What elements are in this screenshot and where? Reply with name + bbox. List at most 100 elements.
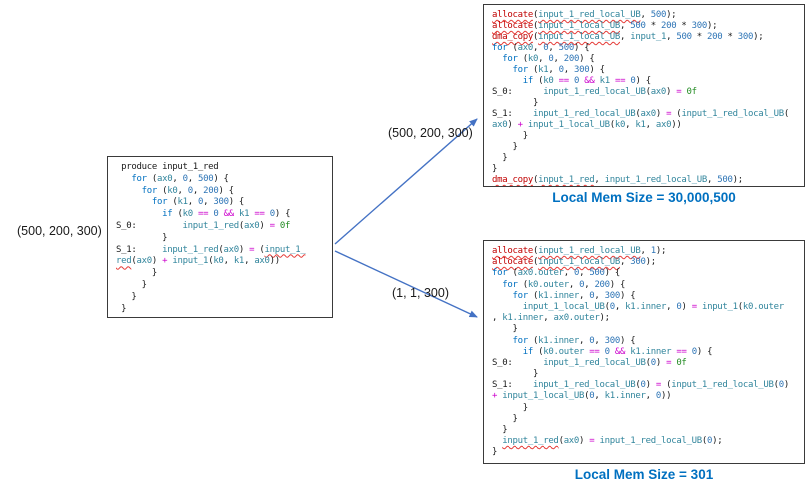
code-token: S_1:: [116, 244, 163, 255]
code-token: 0: [707, 436, 713, 447]
code-token: );: [655, 246, 667, 256]
code-token: }: [492, 153, 508, 163]
code-token: +: [517, 120, 523, 130]
code-token: ): [507, 120, 518, 130]
code-token: }: [492, 164, 498, 174]
code-token: 0: [187, 185, 193, 196]
code-token: input_1_local_UB: [522, 301, 605, 312]
code-token: ,: [614, 301, 626, 312]
code-token: ax0: [156, 173, 173, 184]
code-token: (: [645, 87, 651, 97]
code-token: (: [517, 54, 528, 64]
code-line: if (k0 == 0 && k1 == 0) {: [492, 76, 796, 87]
code-line: input_1_red(ax0) = input_1_red_local_UB(…: [492, 436, 796, 447]
code-box-tiled-buffer-schedule: allocate(input_1_red_local_UB, 1);alloca…: [483, 240, 805, 464]
code-token: [116, 197, 152, 207]
code-token: ): [259, 220, 270, 231]
code-token: (: [532, 246, 539, 256]
code-line: }: [116, 268, 324, 280]
code-token: 0: [630, 76, 636, 86]
code-token: }: [116, 279, 147, 290]
arrow-label-top: (500, 200, 300): [388, 126, 473, 140]
code-token: 0: [182, 173, 188, 184]
code-line: for (k1, 0, 300) {: [492, 65, 796, 76]
code-token: ,: [553, 54, 564, 64]
local-mem-size-bottom-label: Local Mem Size = 301: [574, 467, 714, 482]
code-token: 0: [213, 209, 219, 220]
code-token: ==: [676, 346, 687, 357]
code-token: (: [635, 109, 641, 119]
code-line: for (k1.inner, 0, 300) {: [492, 291, 796, 302]
code-token: (: [507, 43, 518, 53]
code-line: }: [492, 403, 796, 414]
code-token: allocate: [492, 10, 533, 20]
code-token: ax0: [243, 220, 260, 231]
code-token: ): [655, 109, 667, 119]
code-token: [116, 209, 162, 219]
code-token: 300: [604, 335, 621, 346]
code-token: (: [660, 380, 672, 391]
code-token: (: [532, 175, 539, 185]
code-token: =: [655, 380, 661, 391]
code-token: [492, 291, 512, 301]
code-token: 0f: [676, 357, 687, 368]
code-token: input_1_red_local_UB: [604, 175, 708, 185]
code-token: )): [671, 120, 682, 130]
code-token: 0: [573, 76, 580, 86]
code-token: }: [492, 425, 508, 435]
code-token: ,: [594, 290, 605, 301]
code-token: [492, 336, 512, 346]
code-token: [492, 76, 523, 86]
code-line: }: [116, 280, 324, 292]
code-token: (: [671, 109, 682, 119]
code-token: ,: [625, 120, 636, 130]
code-token: 500: [717, 175, 733, 185]
code-token: S_1:: [492, 109, 533, 119]
code-token: 500: [558, 43, 575, 53]
code-line: }: [492, 414, 796, 425]
code-line: for (ax0, 0, 500) {: [116, 174, 324, 186]
code-token: input_1_red_local_UB: [532, 109, 636, 119]
code-token: +: [162, 256, 168, 267]
code-token: input_1_local_UB: [538, 32, 620, 42]
code-line: , k1.inner, ax0.outer);: [492, 313, 796, 324]
code-token: +: [492, 391, 498, 402]
code-line: }: [492, 425, 796, 436]
code-line: for (k0, 0, 200) {: [492, 54, 796, 65]
code-line: }: [492, 324, 796, 335]
code-line: }: [492, 164, 796, 175]
code-token: input_1: [701, 301, 738, 312]
code-token: S_1:: [492, 380, 533, 391]
code-token: ,: [538, 54, 549, 64]
code-token: 0: [589, 290, 595, 301]
code-token: (: [172, 209, 183, 220]
code-token: 300: [737, 32, 754, 42]
code-token: );: [645, 257, 657, 268]
code-token: 0: [579, 279, 585, 290]
code-line: input_1_local_UB(0, k1.inner, 0) = input…: [492, 302, 796, 313]
code-token: (: [167, 197, 178, 208]
code-line: for (ax0.outer, 0, 500) {: [492, 268, 796, 279]
code-token: k1: [599, 76, 611, 86]
code-token: (: [532, 10, 539, 20]
code-token: ) {: [609, 279, 626, 290]
code-token: (: [604, 301, 610, 312]
code-line: for (k0.outer, 0, 200) {: [492, 280, 796, 291]
code-token: (: [609, 120, 615, 130]
code-token: ): [681, 301, 692, 312]
code-token: ) {: [620, 290, 636, 301]
code-line: + input_1_local_UB(0, k1.inner, 0)): [492, 391, 796, 402]
code-token: 0: [558, 65, 564, 75]
code-line: }: [492, 131, 796, 142]
code-token: (: [635, 380, 641, 391]
code-token: (: [737, 301, 743, 312]
code-token: k1.inner: [502, 313, 544, 324]
code-line: }: [492, 153, 796, 164]
code-line: }: [116, 292, 324, 304]
code-token: 500: [650, 10, 667, 20]
code-line: S_0: input_1_red(ax0) = 0f: [116, 221, 324, 233]
code-token: ,: [619, 32, 631, 42]
code-token: if: [522, 346, 534, 357]
code-token: (: [532, 32, 539, 42]
code-token: k0.outer: [742, 301, 784, 312]
